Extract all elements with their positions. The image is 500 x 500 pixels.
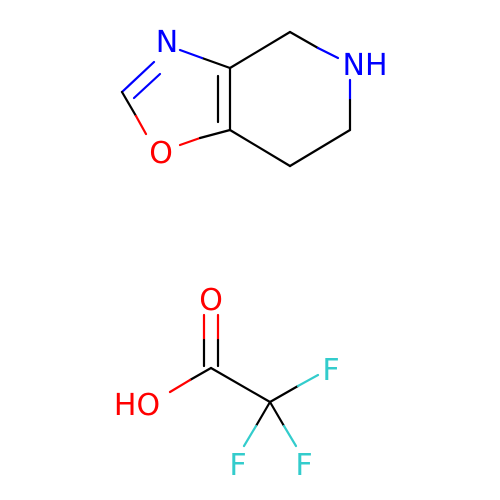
atom-o-carbonyl: O xyxy=(199,283,223,318)
trifluoroacetic-acid-molecule xyxy=(168,313,320,448)
bond-c-oh-a xyxy=(188,366,213,382)
bond-c3a-n3-a xyxy=(200,56,232,70)
bond-c4-n5-a xyxy=(288,30,320,50)
bond-c2-o1-b xyxy=(134,114,148,136)
atom-oh: HO xyxy=(114,388,160,423)
atom-f-3: F xyxy=(295,448,312,483)
bond-c-oh-b xyxy=(168,378,192,394)
bond-cf3-f2-b xyxy=(242,424,258,448)
bond-cf3-f1-b xyxy=(296,373,320,388)
bond-o1-c7a-a xyxy=(178,136,202,147)
bond-c4-c3a xyxy=(228,30,292,70)
bond-cf3-f1-a xyxy=(268,384,300,404)
bond-c2-o1-a xyxy=(120,90,138,118)
bond-c4-n5-b xyxy=(316,46,340,60)
bond-n3-c2 xyxy=(120,60,156,94)
bond-n3-c2-inner xyxy=(132,72,162,100)
atom-n-ring: N xyxy=(156,25,178,60)
atom-f-2: F xyxy=(229,448,246,483)
bond-cf3-f3-a xyxy=(268,400,286,428)
bond-c6-c7 xyxy=(288,128,352,168)
bond-cf3-f3-b xyxy=(282,424,298,448)
bond-c-cf3 xyxy=(209,366,272,404)
bond-o1-c7a-b xyxy=(198,128,232,140)
atom-nh: NH xyxy=(343,48,388,83)
bond-c7-c7a xyxy=(228,128,292,168)
bond-c3a-n3-b xyxy=(178,48,204,60)
bond-cf3-f2-a xyxy=(254,400,272,428)
oxazolopyridine-molecule xyxy=(120,30,352,168)
atom-f-1: F xyxy=(322,353,339,388)
atom-o-ring: O xyxy=(149,136,173,171)
